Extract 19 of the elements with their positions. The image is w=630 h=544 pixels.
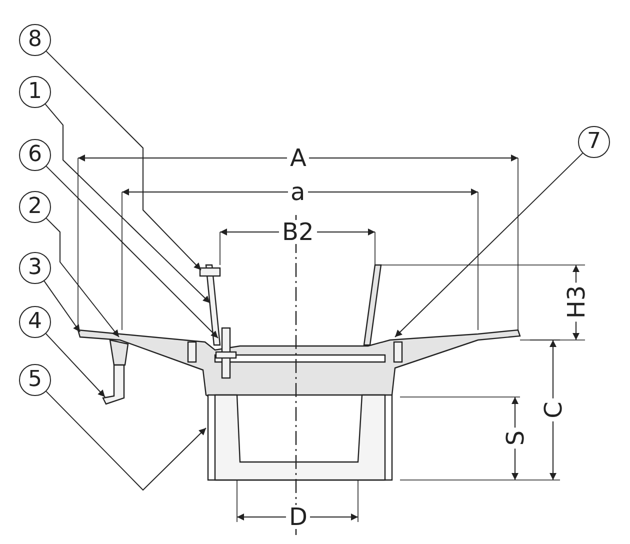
callout-number: 4 [19,306,51,338]
callout-number: 3 [19,252,51,284]
dimension-label: C [540,398,565,422]
leader-line [46,50,202,270]
leader-line [44,280,80,332]
leader-line [46,218,120,338]
leader-line [45,333,106,398]
leader-line [46,166,218,338]
dimension-label: D [286,505,310,529]
dimension-label: B2 [279,220,317,244]
leader-line [44,104,210,304]
leader-line [394,152,584,338]
callout-number: 5 [19,364,51,396]
callout-number: 6 [19,139,51,171]
callout-number: 8 [19,24,51,56]
callout-number: 1 [19,76,51,108]
leader-line [46,390,206,491]
callout-number: 2 [19,191,51,223]
callout-number: 7 [578,126,610,158]
